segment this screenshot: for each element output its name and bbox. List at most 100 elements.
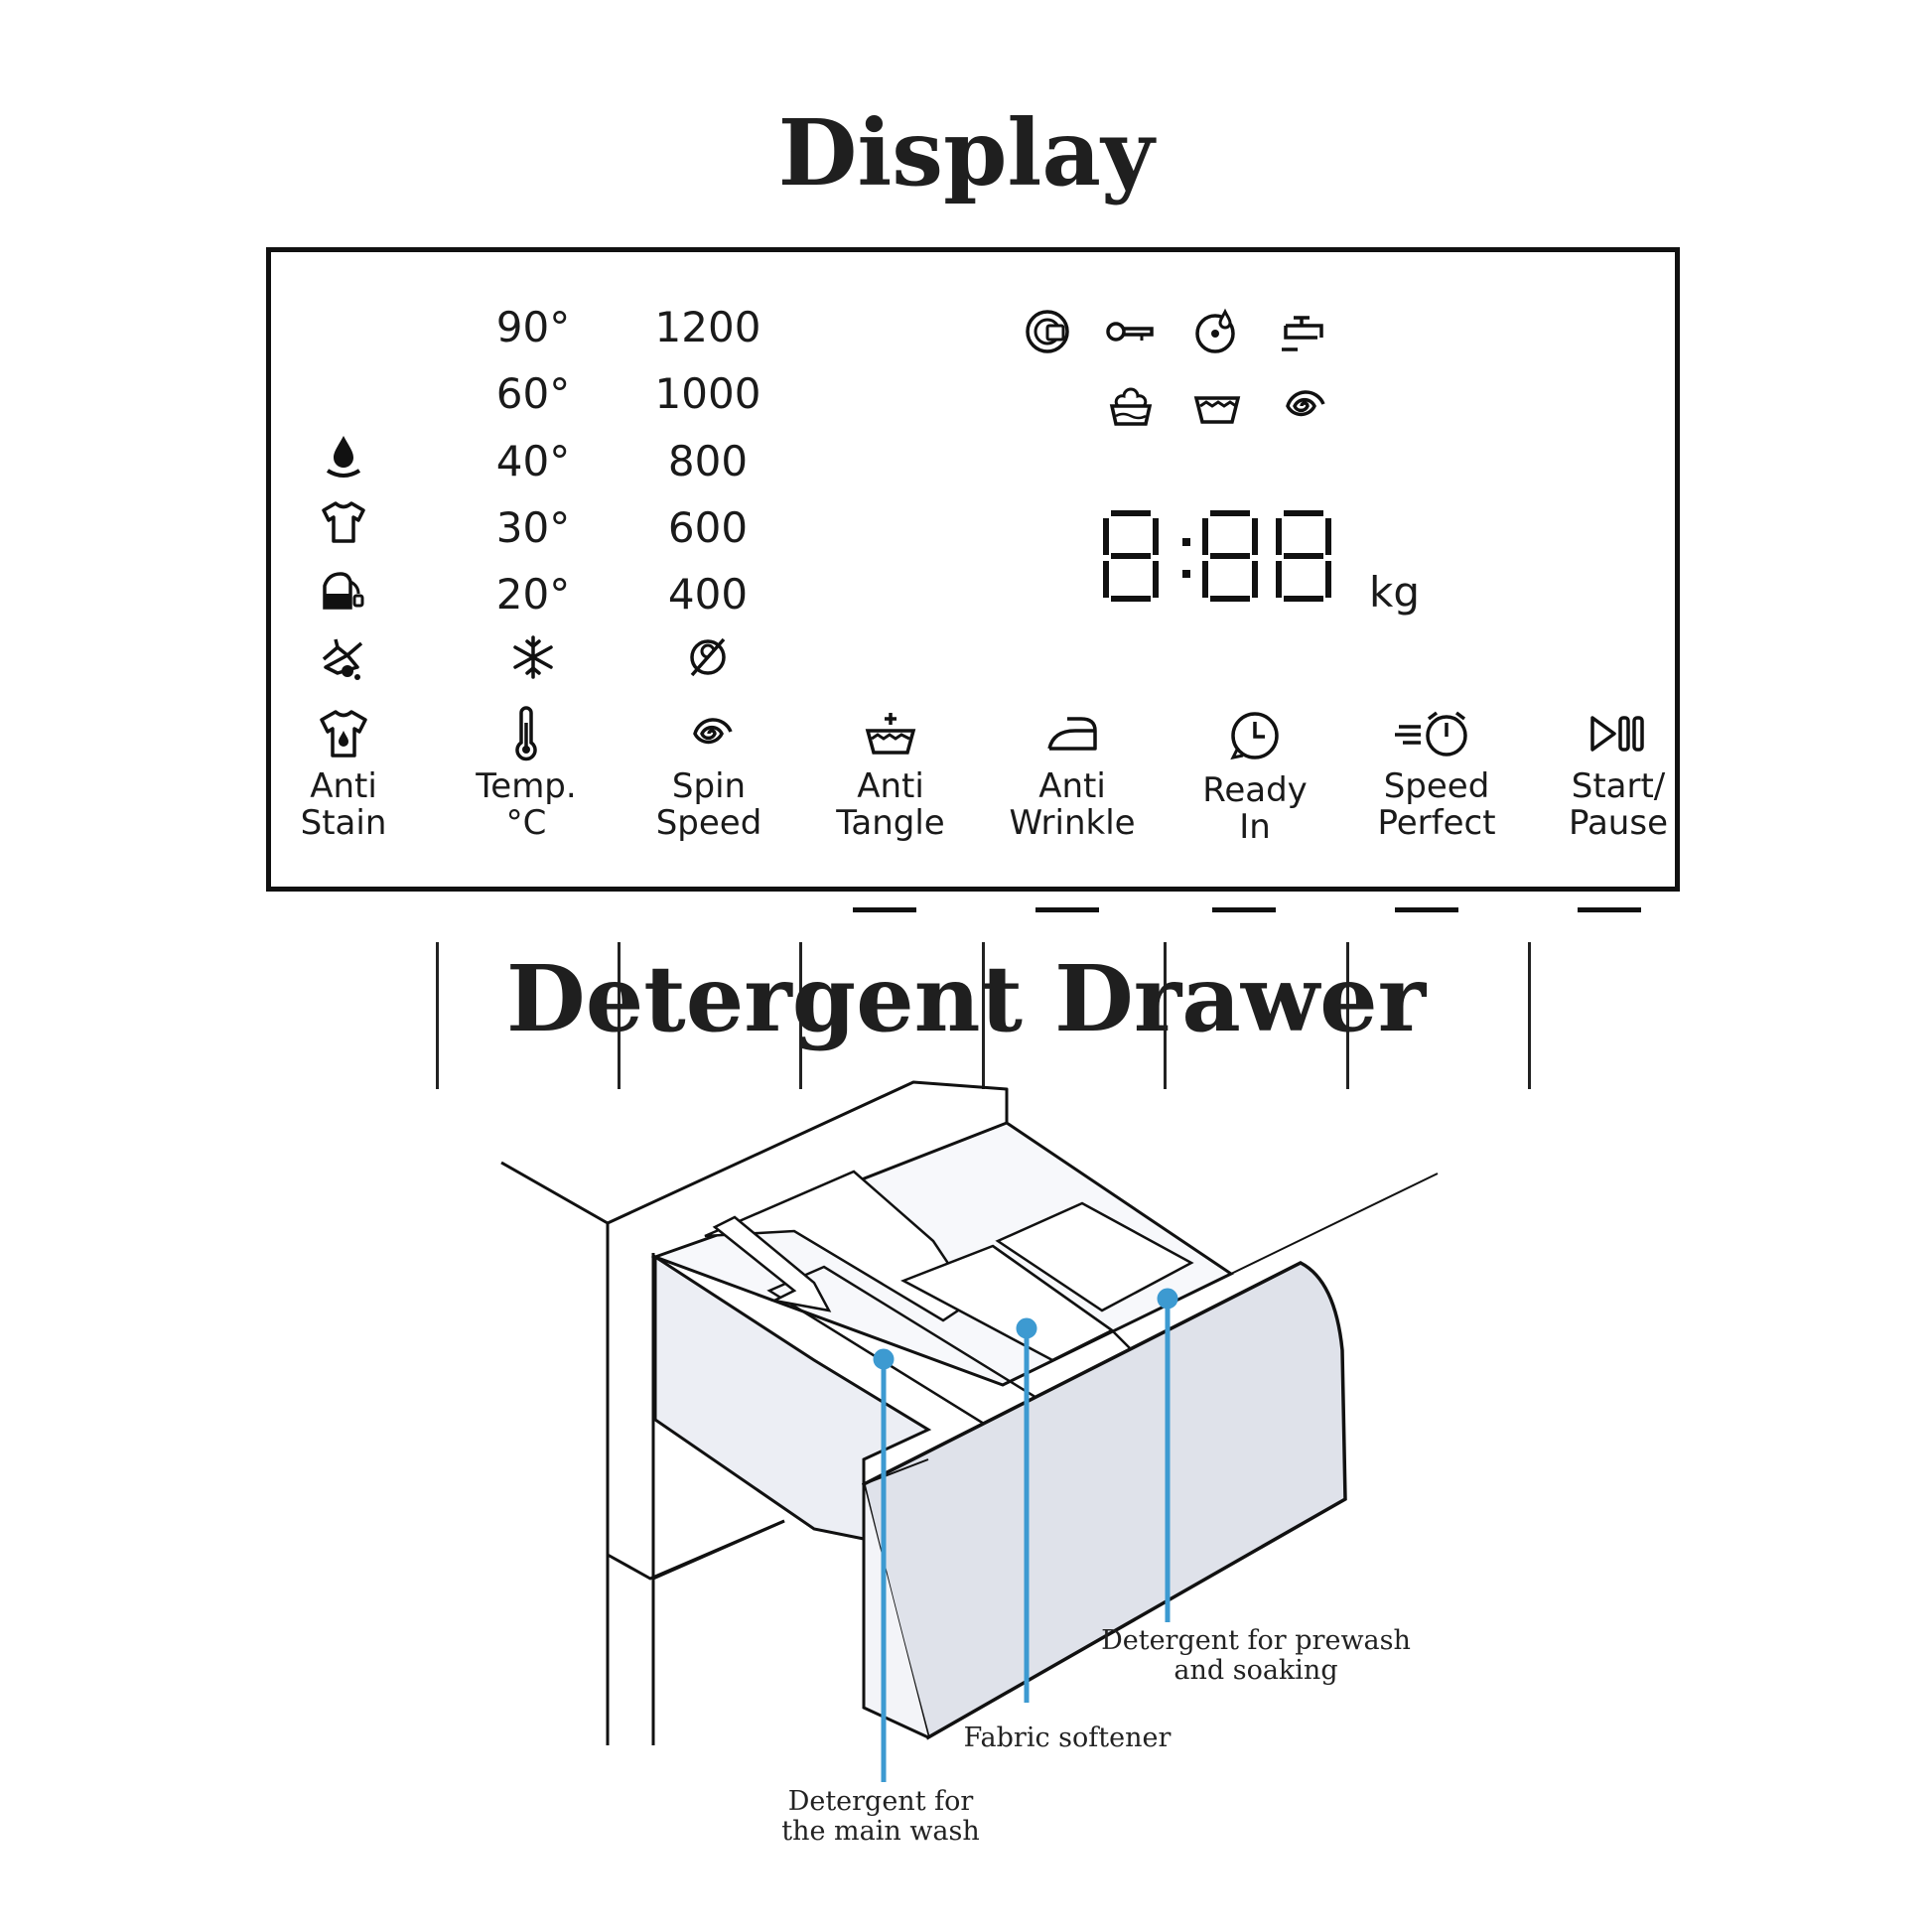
button-label: Stain <box>300 803 387 843</box>
button-label: Start/ <box>1571 766 1666 806</box>
drum-drop-icon <box>1195 308 1235 353</box>
temp-option-90[interactable]: 90° <box>495 303 571 351</box>
temperature-button[interactable]: Temp. °C <box>436 768 617 842</box>
spiral-icon <box>693 718 733 745</box>
temp-option-20[interactable]: 20° <box>495 570 571 619</box>
control-panel: 90° 60° 40° 30° 20° 1200 1000 800 600 40… <box>266 247 1680 1089</box>
button-label: Speed <box>1383 766 1490 806</box>
unit-label: kg <box>1369 568 1420 617</box>
button-label: In <box>1239 807 1271 847</box>
readout-colon-dot <box>1182 570 1190 578</box>
readout-segment <box>1284 510 1323 516</box>
spin-speed-button[interactable]: Spin Speed <box>619 768 799 842</box>
readout-segment <box>1153 518 1159 555</box>
button-label: Speed <box>655 803 762 843</box>
no-spin-icon <box>690 637 726 677</box>
clock-icon <box>1230 712 1279 760</box>
spin-option-1000[interactable]: 1000 <box>654 369 761 418</box>
readout-segment <box>1252 561 1258 598</box>
fast-alarm-clock-icon <box>1395 711 1467 757</box>
snowflake-icon <box>513 635 553 679</box>
anti-tangle-button[interactable]: Anti Tangle <box>800 768 981 842</box>
button-label: Anti <box>857 766 924 806</box>
button-label: °C <box>505 803 547 843</box>
readout-segment <box>1284 596 1323 602</box>
readout-segment <box>1252 518 1258 555</box>
spin-icon <box>1286 390 1325 417</box>
key-icon <box>1106 322 1154 342</box>
indicator-speed-perfect <box>1395 907 1458 912</box>
separator <box>799 942 802 1089</box>
separator <box>436 942 439 1089</box>
hand-stain-icon <box>322 638 363 680</box>
readout-segment <box>1111 553 1151 559</box>
callout-prewash-label: Detergent for prewash and soaking <box>1101 1625 1411 1686</box>
readout-segment <box>1284 553 1323 559</box>
time-readout <box>1103 510 1331 602</box>
readout-segment <box>1276 561 1282 598</box>
readout-segment <box>1202 561 1208 598</box>
indicator-start-pause <box>1578 907 1641 912</box>
ready-in-button[interactable]: Ready In <box>1165 772 1345 846</box>
indicator-anti-wrinkle <box>1035 907 1099 912</box>
readout-segment <box>1153 561 1159 598</box>
separator <box>1346 942 1349 1089</box>
drawer-heading: Detergent Drawer <box>505 945 1427 1052</box>
button-label: Tangle <box>836 803 945 843</box>
readout-segment <box>1103 518 1109 555</box>
display-heading: Display <box>777 99 1155 207</box>
readout-colon-dot <box>1182 538 1190 546</box>
iron-icon <box>1047 717 1097 751</box>
thermometer-icon <box>515 706 537 761</box>
button-label: Spin <box>671 766 747 806</box>
button-label: Temp. <box>476 766 577 806</box>
readout-segment <box>1210 510 1250 516</box>
anti-wrinkle-button[interactable]: Anti Wrinkle <box>982 768 1163 842</box>
readout-segment <box>1210 553 1250 559</box>
temp-option-60[interactable]: 60° <box>495 369 571 418</box>
foam-tub-icon <box>1109 387 1153 426</box>
tap-icon <box>1282 316 1323 351</box>
temp-option-40[interactable]: 40° <box>495 437 571 485</box>
stained-shirt-icon <box>320 710 367 758</box>
drop-icon <box>326 436 361 478</box>
temp-option-30[interactable]: 30° <box>495 503 571 552</box>
spin-option-600[interactable]: 600 <box>667 503 749 552</box>
separator <box>618 942 621 1089</box>
anti-stain-button[interactable]: Anti Stain <box>253 768 434 842</box>
callout-softener-label: Fabric softener <box>963 1723 1172 1753</box>
wash-tub-icon <box>1193 396 1241 424</box>
readout-segment <box>1103 561 1109 598</box>
button-label: Ready <box>1202 770 1308 810</box>
button-label: Perfect <box>1377 803 1496 843</box>
callout-prewash-dot <box>1157 1288 1178 1310</box>
readout-segment <box>1276 518 1282 555</box>
button-label: Anti <box>1038 766 1106 806</box>
indicator-anti-tangle <box>853 907 916 912</box>
shirt-icon <box>322 501 365 543</box>
spin-option-800[interactable]: 800 <box>667 437 749 485</box>
tub-plus-icon <box>865 713 916 755</box>
spin-option-1200[interactable]: 1200 <box>654 303 761 351</box>
readout-segment <box>1111 510 1151 516</box>
speed-perfect-button[interactable]: Speed Perfect <box>1346 768 1527 842</box>
readout-segment <box>1210 596 1250 602</box>
indicator-ready-in <box>1212 907 1276 912</box>
start-pause-button[interactable]: Start/ Pause <box>1528 768 1709 842</box>
callout-softener-dot <box>1016 1317 1037 1339</box>
play-pause-icon <box>1590 716 1644 752</box>
readout-segment <box>1111 596 1151 602</box>
readout-segment <box>1325 561 1331 598</box>
readout-segment <box>1325 518 1331 555</box>
button-label: Pause <box>1569 803 1668 843</box>
bag-stain-icon <box>323 572 364 610</box>
callout-main-wash-label: Detergent for the main wash <box>781 1786 980 1847</box>
separator <box>982 942 985 1089</box>
separator <box>1528 942 1531 1089</box>
spin-option-400[interactable]: 400 <box>667 570 749 619</box>
separator <box>1164 942 1167 1089</box>
button-label: Wrinkle <box>1009 803 1136 843</box>
callout-main-wash-dot <box>873 1348 895 1370</box>
button-label: Anti <box>310 766 377 806</box>
